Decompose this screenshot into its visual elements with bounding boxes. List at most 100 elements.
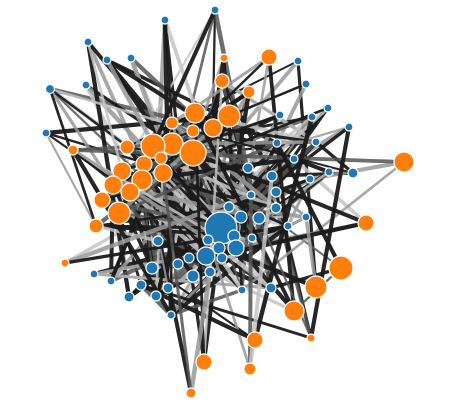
graph-edge [220,79,318,144]
graph-node-blue [89,269,99,279]
graph-node-orange [283,300,305,322]
graph-node-blue [265,282,277,294]
graph-node-blue [275,110,285,120]
graph-node-orange [242,85,256,99]
graph-node-blue [152,235,164,247]
graph-node-orange [219,53,229,63]
graph-node-orange [112,161,132,181]
graph-node-orange [179,139,207,167]
graph-node-blue [252,211,266,225]
graph-edge [161,171,193,395]
graph-node-blue [102,55,112,65]
graph-node-blue [242,162,254,174]
graph-node-blue [44,83,56,95]
graph-edge [308,124,352,341]
graph-node-orange [357,214,375,232]
graph-node-orange [67,144,79,156]
graph-node-orange [306,333,316,343]
graph-edge [274,140,344,271]
graph-node-orange [243,362,257,376]
graph-node-blue [227,239,245,257]
graph-node-blue [196,246,216,266]
graph-edge [151,8,217,148]
graph-node-orange [165,116,179,130]
graph-edge [267,55,296,313]
graph-node-blue [204,266,216,278]
graph-edge [62,192,254,266]
graph-node-blue [216,252,228,264]
graph-edge [86,40,124,173]
graph-edge [109,183,115,283]
graph-edge [188,269,213,396]
graph-node-orange [393,151,415,173]
graph-node-orange [203,118,223,138]
graph-node-blue [183,252,195,264]
graph-edge [71,148,210,242]
graph-node-blue [150,290,162,302]
graph-node-blue [301,79,311,89]
graph-node-orange [103,175,123,195]
graph-node-blue [83,37,93,47]
graph-node-orange [214,73,230,89]
graph-node-blue [307,112,317,122]
graph-node-blue [323,103,333,113]
graph-node-blue [270,202,282,214]
graph-node-blue [126,53,136,63]
graph-node-blue [324,167,334,177]
graph-node-orange [60,258,70,268]
graph-node-orange [120,182,140,202]
graph-edge [227,82,308,118]
graph-edge [44,131,98,228]
graph-node-blue [172,258,184,270]
graph-node-blue [347,167,359,179]
graph-node-orange [304,275,328,299]
nodes-layer [41,5,415,399]
graph-node-orange [131,169,153,191]
graph-node-orange [119,139,135,155]
graph-node-blue [283,221,293,231]
graph-node-orange [184,102,206,124]
graph-node-orange [185,387,197,399]
graph-node-blue [344,122,354,132]
graph-node-blue [202,234,214,246]
graph-edge [48,87,98,228]
graph-edge [292,157,368,225]
graph-node-blue [166,310,176,320]
graph-edge [191,129,355,175]
graph-node-blue [301,212,311,222]
graph-node-orange [260,48,278,66]
graph-node-blue [311,137,321,147]
graph-node-orange [195,353,213,371]
graph-node-blue [145,261,159,275]
graph-node-blue [81,80,91,90]
graph-node-blue [305,174,315,184]
graph-node-orange [93,191,111,209]
graph-node-orange [107,201,131,225]
graph-node-orange [217,104,241,128]
graph-node-blue [234,210,248,224]
graph-node-blue [186,269,200,283]
graph-edge [94,224,160,243]
graph-node-blue [162,282,174,294]
graph-edge [304,215,318,289]
graph-node-blue [272,138,282,148]
graph-edge [211,126,318,144]
graph-node-orange [246,331,264,349]
graph-edge [252,114,315,343]
graph-node-blue [210,5,220,15]
graph-node-blue [106,276,116,286]
graph-node-blue [223,201,235,213]
graph-edge [227,114,236,238]
graph-node-blue [246,190,256,200]
graph-node-blue [247,233,257,243]
graph-node-blue [41,128,51,138]
graph-node-blue [160,15,170,25]
graph-node-blue [266,170,278,182]
graph-node-blue [289,154,299,164]
graph-node-orange [186,124,200,138]
graph-edge [139,283,313,340]
graph-node-blue [237,285,247,295]
graph-node-orange [88,218,104,234]
graph-node-orange [328,255,354,281]
